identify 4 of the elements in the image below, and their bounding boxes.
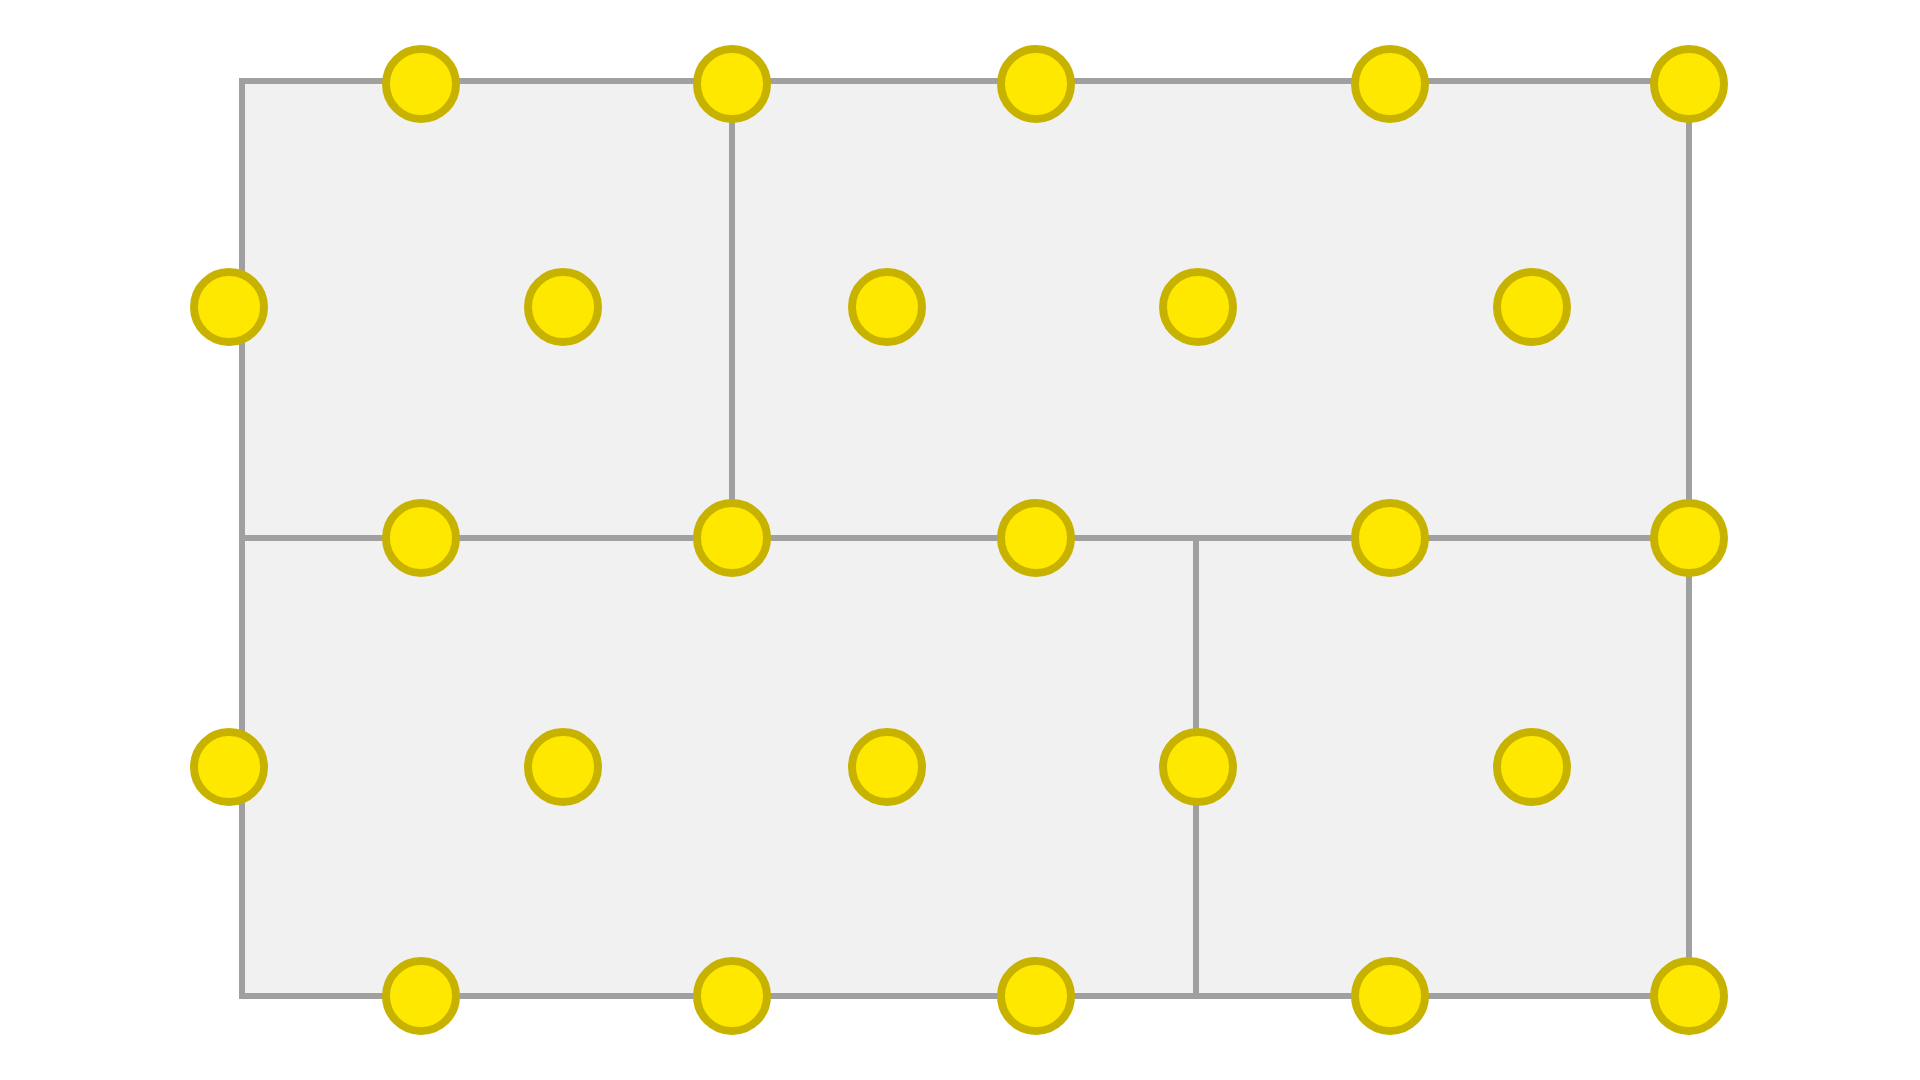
floor-panel [238,537,1197,1000]
floor-panel [732,78,1693,538]
floor-panel [1196,537,1693,1000]
floor-panel [238,78,733,538]
